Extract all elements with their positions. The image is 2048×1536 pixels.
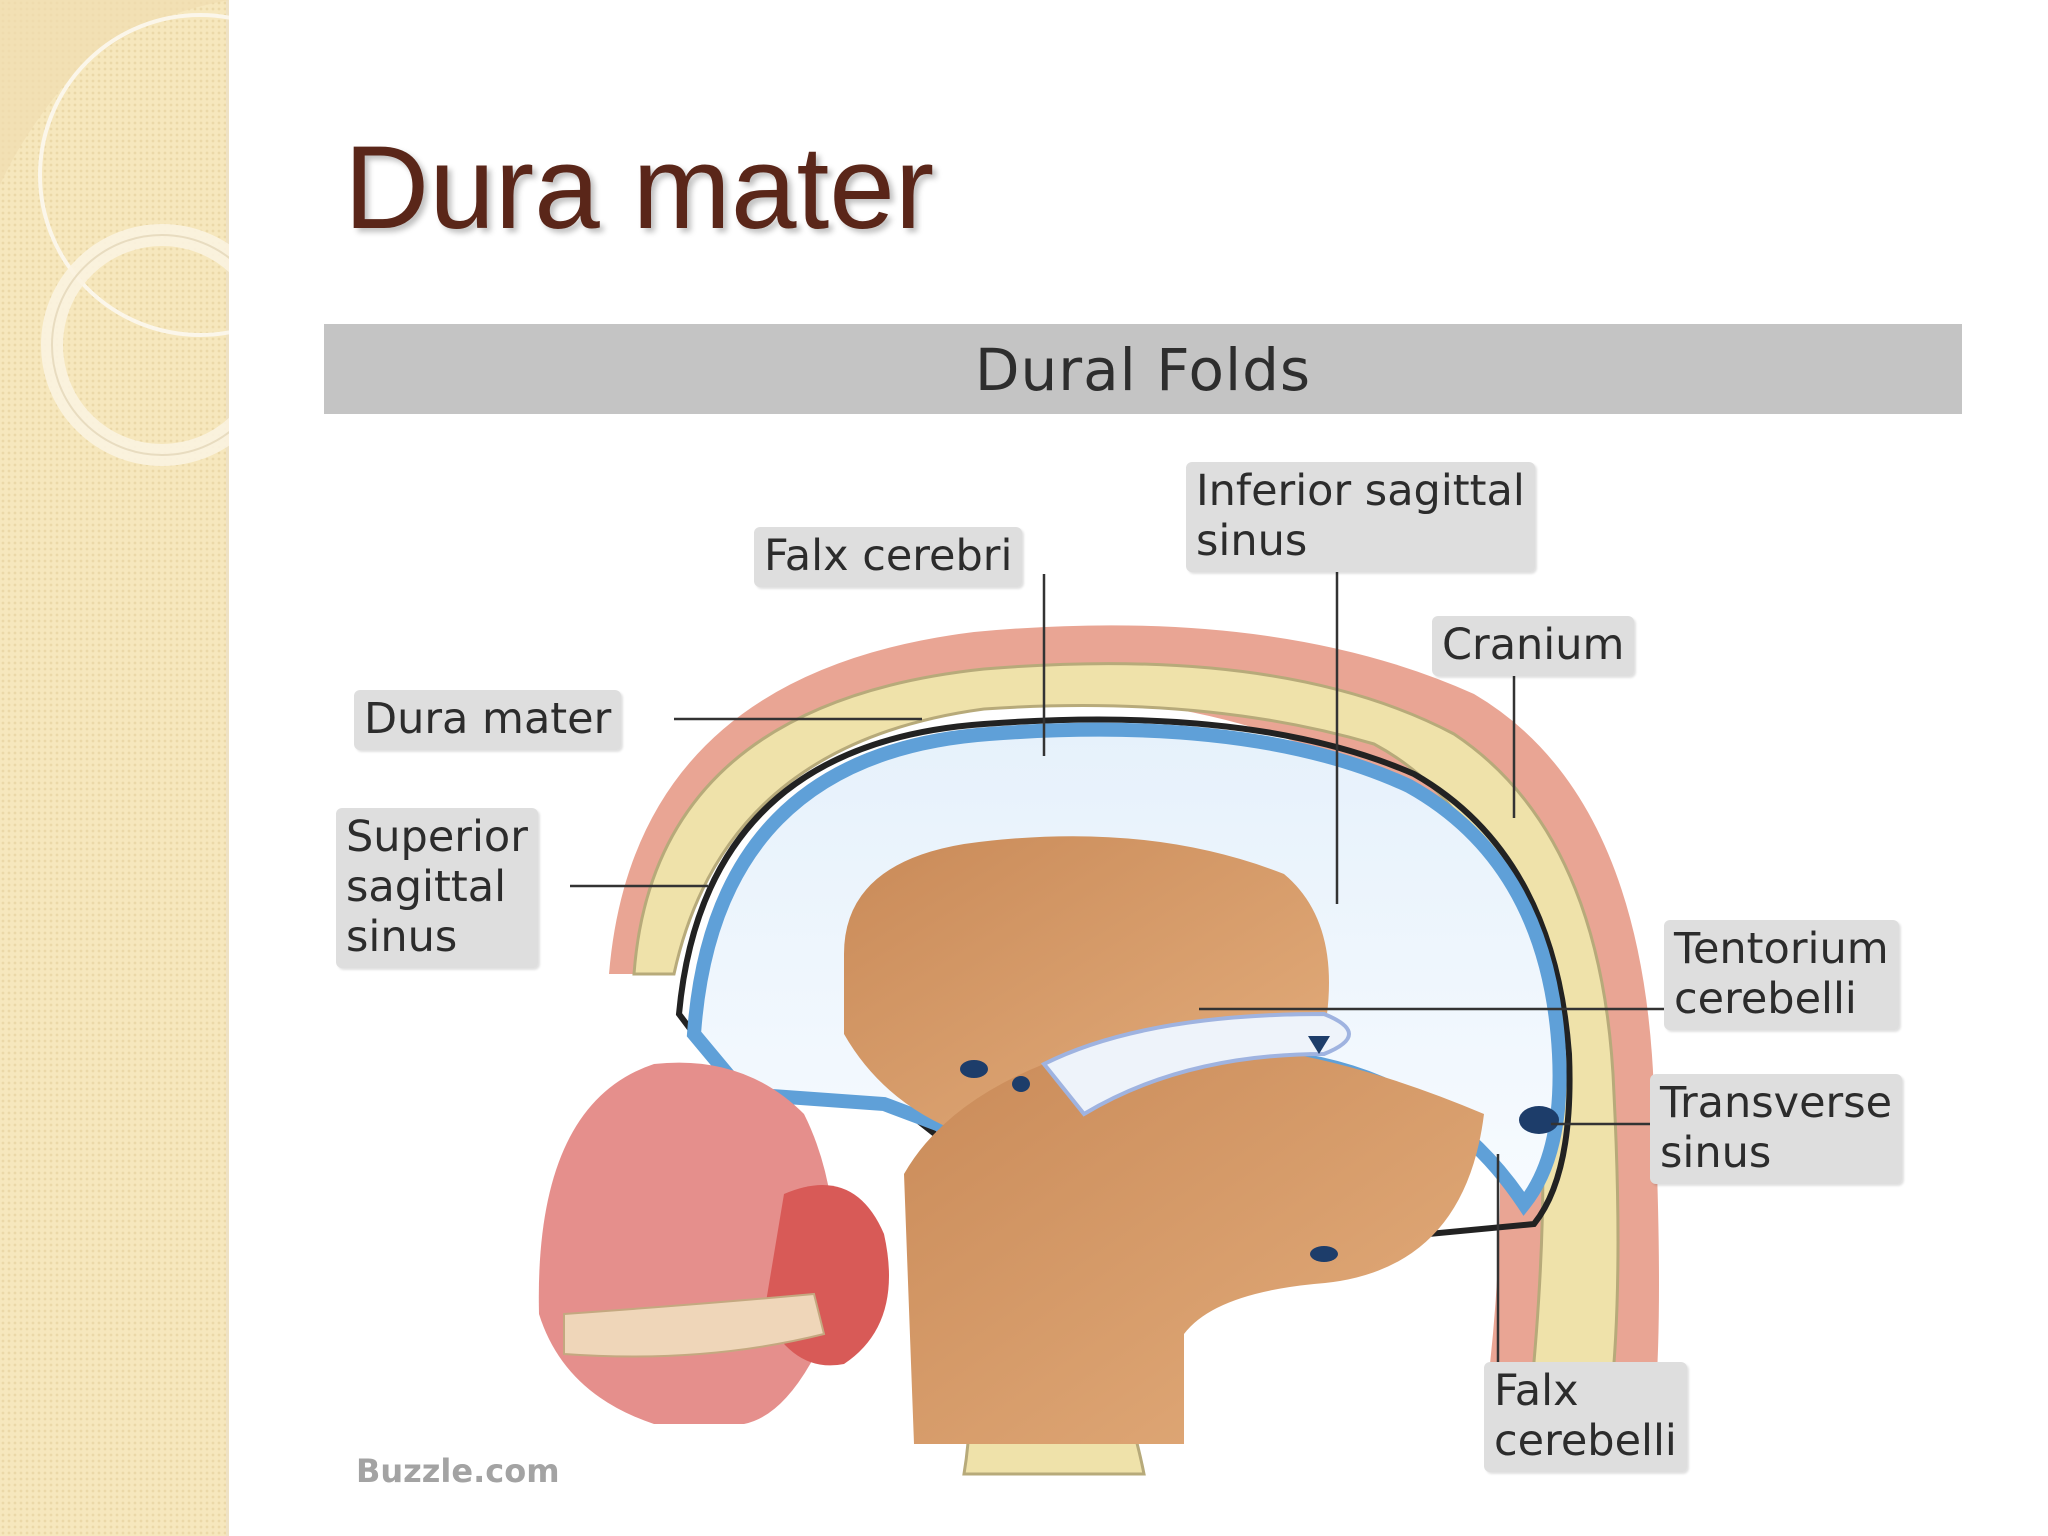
label-inferior-sagittal-sinus: Inferior sagittal sinus [1186, 462, 1535, 572]
decorative-rings [0, 0, 229, 466]
sinus-vessels [960, 1036, 1559, 1262]
label-superior-sagittal-sinus: Superior sagittal sinus [336, 808, 538, 968]
label-tentorium-cerebelli: Tentorium cerebelli [1664, 920, 1899, 1030]
diagram-header: Dural Folds [324, 324, 1962, 414]
label-falx-cerebri: Falx cerebri [754, 527, 1023, 587]
label-dura-mater: Dura mater [354, 690, 622, 750]
label-falx-cerebelli: Falx cerebelli [1484, 1362, 1687, 1472]
label-cranium: Cranium [1432, 616, 1635, 676]
tentorium-cerebelli-fold [1040, 1011, 1351, 1117]
dura-mater-layer [675, 716, 1573, 1248]
leader-lines [570, 570, 1669, 1366]
image-credit: Buzzle.com [356, 1452, 560, 1490]
sidebar-edge [226, 0, 229, 1536]
head-sagittal-section-illustration [538, 570, 1669, 1476]
nasal-and-oral-region [538, 1062, 889, 1424]
slide-title: Dura mater [344, 122, 935, 254]
label-transverse-sinus: Transverse sinus [1650, 1074, 1903, 1184]
diagram-header-text: Dural Folds [974, 336, 1312, 404]
